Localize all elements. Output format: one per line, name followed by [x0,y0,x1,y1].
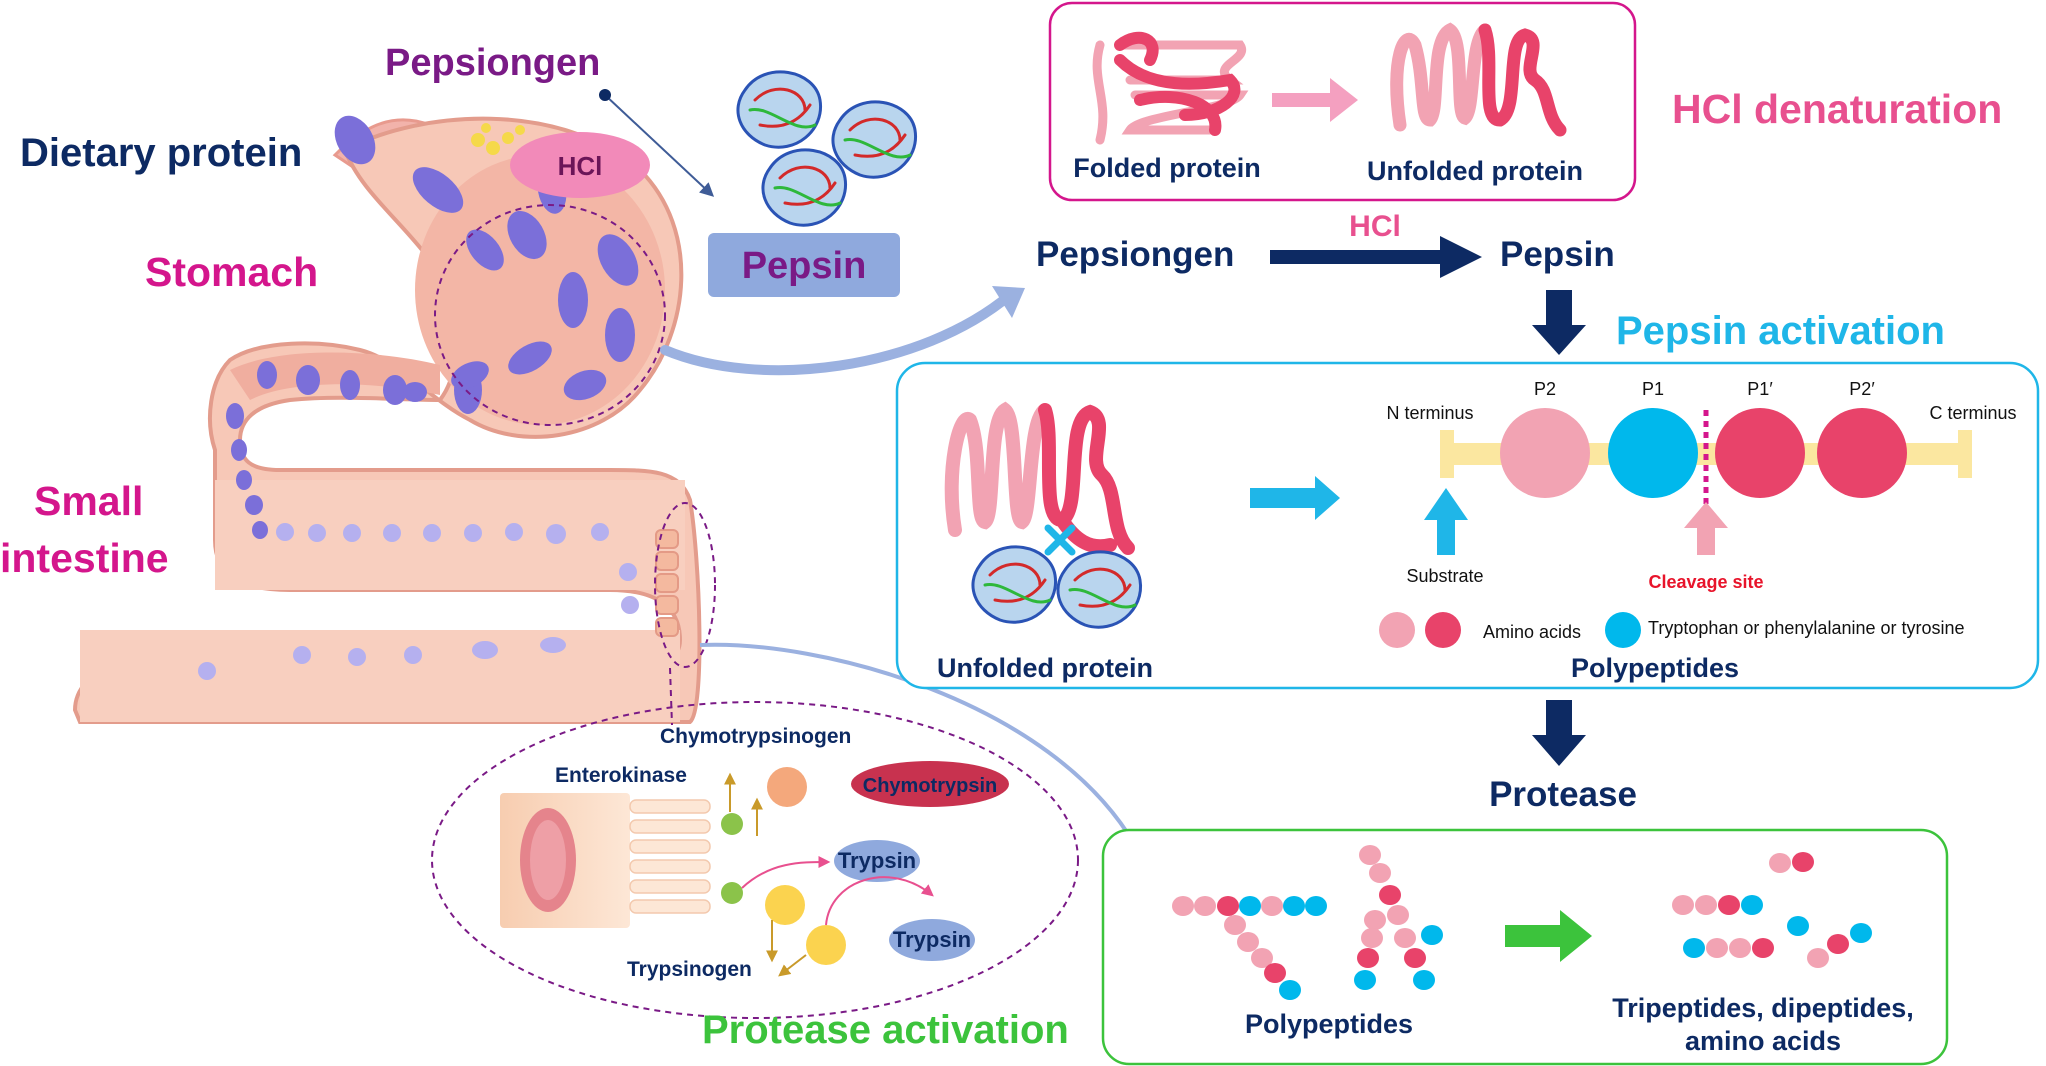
enterokinase-to-trypsin-arrow [741,856,831,889]
legend-amino-acid-dark [1425,612,1461,648]
denaturation-arrow [1272,78,1358,122]
protease-right-arrow [1505,910,1592,962]
n-terminus-label: N terminus [1386,403,1473,423]
cleavage-up-arrow [1684,502,1728,555]
substrate-chain [1440,408,1972,515]
trypsin-label-1: Trypsin [838,848,916,873]
activation-hcl-label: HCl [1349,210,1401,243]
small-intestine-label-line1: Small [34,478,143,524]
products-label-line2: amino acids [1685,1026,1841,1056]
pepsin-box-label: Pepsin [742,245,867,287]
hcl-badge-label: HCl [558,151,603,181]
legend-amino-acids-label: Amino acids [1483,622,1581,642]
p1-prime-label: P1′ [1747,379,1773,399]
gut-illustration [72,115,702,724]
stomach-connector-arrowhead [992,286,1025,318]
activation-pepsiongen-label: Pepsiongen [1036,235,1234,274]
trypsin-label-2: Trypsin [893,927,971,952]
activation-polypeptides-label: Polypeptides [1571,653,1739,683]
unfolded-protein-illustration [1390,22,1567,137]
enterocyte-zoom-ellipse [431,701,1079,1019]
chymotrypsin-label: Chymotrypsin [863,775,997,797]
pepsiongen-label: Pepsiongen [385,42,600,84]
pepsin-box [708,233,900,297]
enterokinase-dot-2 [721,882,743,904]
down-arrow-to-protease [1532,700,1586,766]
trypsin-badge-2 [889,919,975,961]
fat-droplets [471,123,525,155]
residue-p2-prime [1817,408,1907,498]
products-label-line1: Tripeptides, dipeptides, [1612,993,1914,1023]
activation-arrow [1270,236,1482,278]
pepsiongen-pointer-dot [599,89,611,101]
trypsinogen-dot-1 [765,885,805,925]
unfolded-protein-label: Unfolded protein [1367,156,1583,186]
protease-label: Protease [1489,775,1637,814]
c-terminus-label: C terminus [1929,403,2016,423]
protease-activation-title: Protease activation [702,1008,1069,1052]
activation-right-arrow [1250,476,1340,520]
hcl-badge [510,132,650,198]
unfolded-protein-with-pepsin [944,401,1143,629]
enterocyte-illustration [500,793,711,928]
legend-aromatic [1605,612,1641,648]
enterokinase-dot-1 [721,813,743,835]
folded-protein-label: Folded protein [1073,153,1260,183]
legend-aromatic-label: Tryptophan or phenylalanine or tyrosine [1648,618,1965,638]
trypsin-badge-1 [834,840,920,882]
pepsiongen-pointer [604,94,715,197]
intestine-particles [198,523,639,680]
cleavage-site-label: Cleavage site [1648,572,1763,592]
residue-p1 [1608,408,1698,498]
pepsin-molecule-illustration [736,70,918,227]
small-intestine-label-line2: intestine [0,535,169,581]
chymotrypsin-badge [851,761,1009,807]
p2-prime-label: P2′ [1849,379,1875,399]
protein-particles [226,115,639,539]
trypsin-autoactivation-arrow [825,876,934,926]
enterokinase-label: Enterokinase [555,764,687,787]
trypsinogen-diag-arrow [778,954,807,977]
substrate-label: Substrate [1406,566,1483,586]
trypsinogen-dot-2 [806,925,846,965]
protease-polypeptides-label: Polypeptides [1245,1009,1413,1039]
activation-pepsin-label: Pepsin [1500,235,1615,274]
folded-protein-illustration [1092,31,1249,145]
legend-amino-acid-light [1379,612,1415,648]
down-arrow-to-pepsin-activation [1532,290,1586,355]
substrate-up-arrow [1424,488,1468,555]
stomach-label: Stomach [145,249,318,295]
pepsin-activation-title: Pepsin activation [1616,309,1945,353]
hcl-denaturation-title: HCl denaturation [1672,86,2002,132]
chymotrypsinogen-label: Chymotrypsinogen [660,725,851,748]
stomach-zoom-circle [434,204,666,426]
p2-label: P2 [1534,379,1556,399]
residue-p1-prime [1715,408,1805,498]
trypsinogen-label: Trypsinogen [627,958,752,981]
polypeptide-chains [1172,845,1443,1000]
intestine-zoom-circle [654,502,716,668]
activation-unfolded-protein-label: Unfolded protein [937,653,1153,683]
chymotrypsinogen-dot [767,767,807,807]
product-fragments [1672,852,1872,968]
p1-label: P1 [1642,379,1664,399]
residue-p2 [1500,408,1590,498]
stomach-to-activation-connector [660,290,1015,376]
zoom-connector-line [669,667,673,726]
dietary-protein-label: Dietary protein [20,131,302,175]
